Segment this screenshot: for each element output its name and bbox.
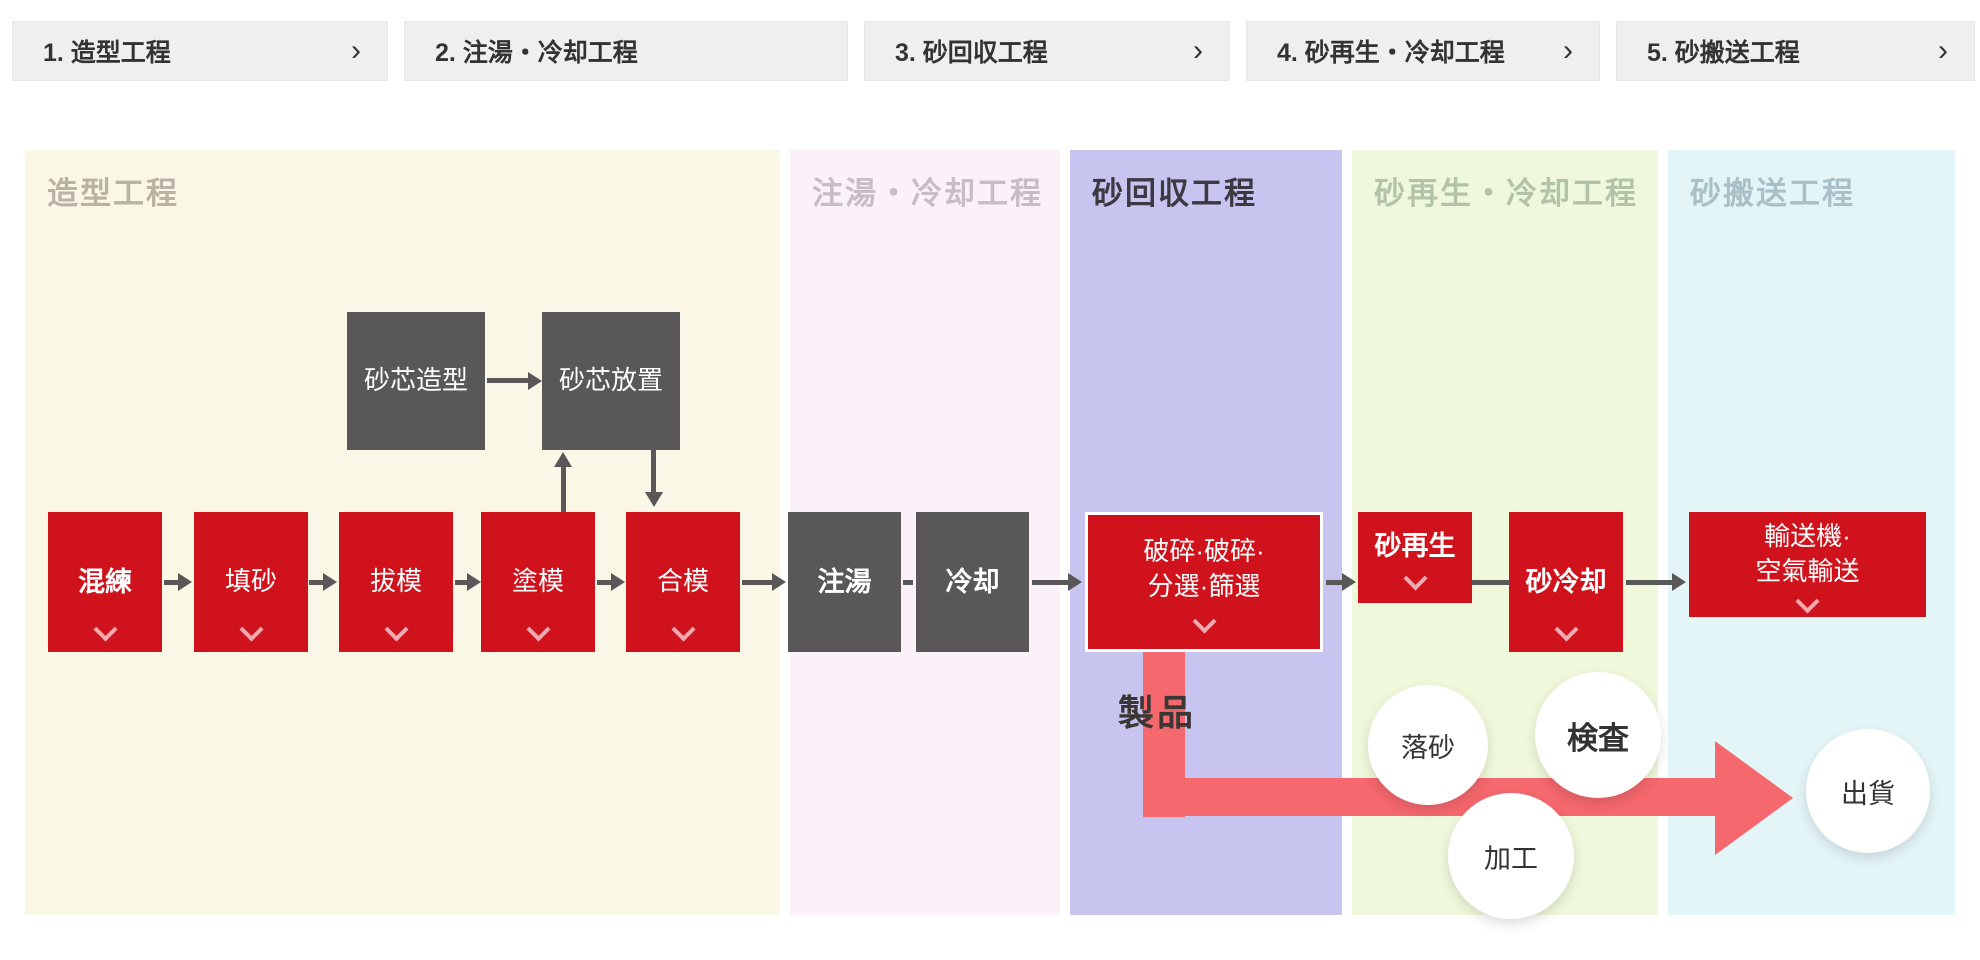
chevron-down-icon (1795, 589, 1820, 614)
arrow-right-icon (487, 378, 528, 383)
arrow-right-icon (597, 580, 611, 585)
arrow-up-icon (561, 467, 566, 512)
tab-sand-recovery[interactable]: 3. 砂回収工程 › (864, 21, 1230, 81)
arrow-right-icon (528, 372, 542, 390)
section-title: 砂搬送工程 (1690, 176, 1855, 211)
tab-sand-transport[interactable]: 5. 砂搬送工程 › (1616, 21, 1975, 81)
section-title: 注湯・冷却工程 (812, 176, 1043, 211)
chevron-right-icon: › (1193, 34, 1203, 67)
coating-box[interactable]: 塗模 (481, 512, 595, 652)
shakeout-circle: 落砂 (1368, 685, 1488, 805)
box-label: 破碎·破碎· (1143, 535, 1265, 566)
shipping-circle: 出貨 (1806, 729, 1930, 853)
arrow-right-icon (1326, 580, 1342, 585)
arrow-right-icon (1342, 573, 1356, 591)
chevron-down-icon (239, 617, 264, 642)
circle-label: 検査 (1567, 720, 1629, 756)
box-label: 砂再生 (1374, 531, 1456, 562)
core-setting-box: 砂芯放置 (542, 312, 680, 450)
cooling-box: 冷却 (916, 512, 1029, 652)
arrow-right-icon (1672, 573, 1686, 591)
box-label: 砂冷却 (1525, 566, 1607, 597)
core-making-box: 砂芯造型 (347, 312, 485, 450)
connector-line (1472, 580, 1509, 585)
chevron-down-icon (93, 617, 118, 642)
inspection-circle: 検査 (1535, 672, 1661, 798)
arrow-right-icon (164, 580, 178, 585)
box-label: 塗模 (511, 566, 564, 597)
chevron-down-icon (1554, 617, 1579, 642)
section-title: 砂再生・冷却工程 (1374, 176, 1638, 211)
arrow-down-icon (645, 492, 663, 507)
chevron-down-icon (1191, 609, 1217, 634)
arrow-down-icon (651, 450, 656, 492)
circle-label: 加工 (1484, 843, 1538, 874)
chevron-down-icon (384, 617, 409, 642)
arrow-right-icon (178, 573, 192, 591)
tab-sand-reclamation-cooling[interactable]: 4. 砂再生・冷却工程 › (1246, 21, 1600, 81)
machining-circle: 加工 (1448, 793, 1574, 919)
sand-reclamation-box[interactable]: 砂再生 (1358, 512, 1472, 603)
tab-label: 2. 注湯・冷却工程 (435, 39, 638, 67)
tab-molding[interactable]: 1. 造型工程 › (12, 21, 388, 81)
box-label: 分選·篩選 (1147, 571, 1261, 601)
box-label: 合模 (656, 566, 709, 597)
box-label: 冷却 (945, 566, 1000, 597)
chevron-down-icon (526, 617, 551, 642)
circle-label: 出貨 (1841, 778, 1895, 809)
box-label: 混練 (78, 566, 132, 597)
section-title: 砂回収工程 (1092, 176, 1257, 211)
tab-label: 3. 砂回収工程 (895, 39, 1048, 67)
closing-box[interactable]: 合模 (626, 512, 740, 652)
box-label: 砂芯造型 (363, 365, 468, 396)
conveyor-box[interactable]: 輸送機· 空氣輸送 (1689, 512, 1926, 617)
connector-dash (903, 580, 913, 585)
stripping-box[interactable]: 拔模 (339, 512, 453, 652)
box-label: 砂芯放置 (558, 365, 663, 396)
arrow-right-icon (1032, 580, 1068, 585)
arrow-right-icon (1626, 580, 1672, 585)
sand-cooling-box[interactable]: 砂冷却 (1509, 512, 1623, 652)
arrow-right-icon (742, 580, 772, 585)
sand-filling-box[interactable]: 填砂 (194, 512, 308, 652)
tab-label: 1. 造型工程 (43, 39, 171, 67)
box-label: 拔模 (369, 566, 422, 597)
arrow-right-icon (467, 573, 481, 591)
box-label: 空氣輸送 (1755, 556, 1860, 586)
circle-label: 落砂 (1401, 732, 1455, 763)
chevron-down-icon (1402, 566, 1428, 591)
arrow-right-icon (772, 573, 786, 591)
chevron-right-icon: › (1938, 34, 1948, 67)
box-label: 輸送機· (1764, 520, 1851, 551)
crushing-sorting-box[interactable]: 破碎·破碎· 分選·篩選 (1085, 512, 1323, 652)
arrow-right-icon (455, 580, 467, 585)
product-label: 製品 (1118, 692, 1197, 733)
tab-pouring-cooling[interactable]: 2. 注湯・冷却工程 (404, 21, 848, 81)
arrow-right-icon (611, 573, 625, 591)
kneading-box[interactable]: 混練 (48, 512, 162, 652)
section-title: 造型工程 (47, 176, 179, 211)
arrow-right-icon (309, 580, 323, 585)
tab-label: 5. 砂搬送工程 (1647, 39, 1800, 67)
chevron-right-icon: › (351, 34, 361, 67)
product-flow-arrowhead-icon (1715, 741, 1793, 855)
arrow-right-icon (323, 573, 337, 591)
tab-label: 4. 砂再生・冷却工程 (1277, 39, 1505, 67)
pouring-box: 注湯 (788, 512, 901, 652)
arrow-right-icon (1068, 573, 1082, 591)
box-label: 注湯 (817, 566, 872, 597)
arrow-up-icon (554, 452, 572, 467)
box-label: 填砂 (224, 566, 277, 597)
chevron-down-icon (671, 617, 696, 642)
chevron-right-icon: › (1563, 34, 1573, 67)
